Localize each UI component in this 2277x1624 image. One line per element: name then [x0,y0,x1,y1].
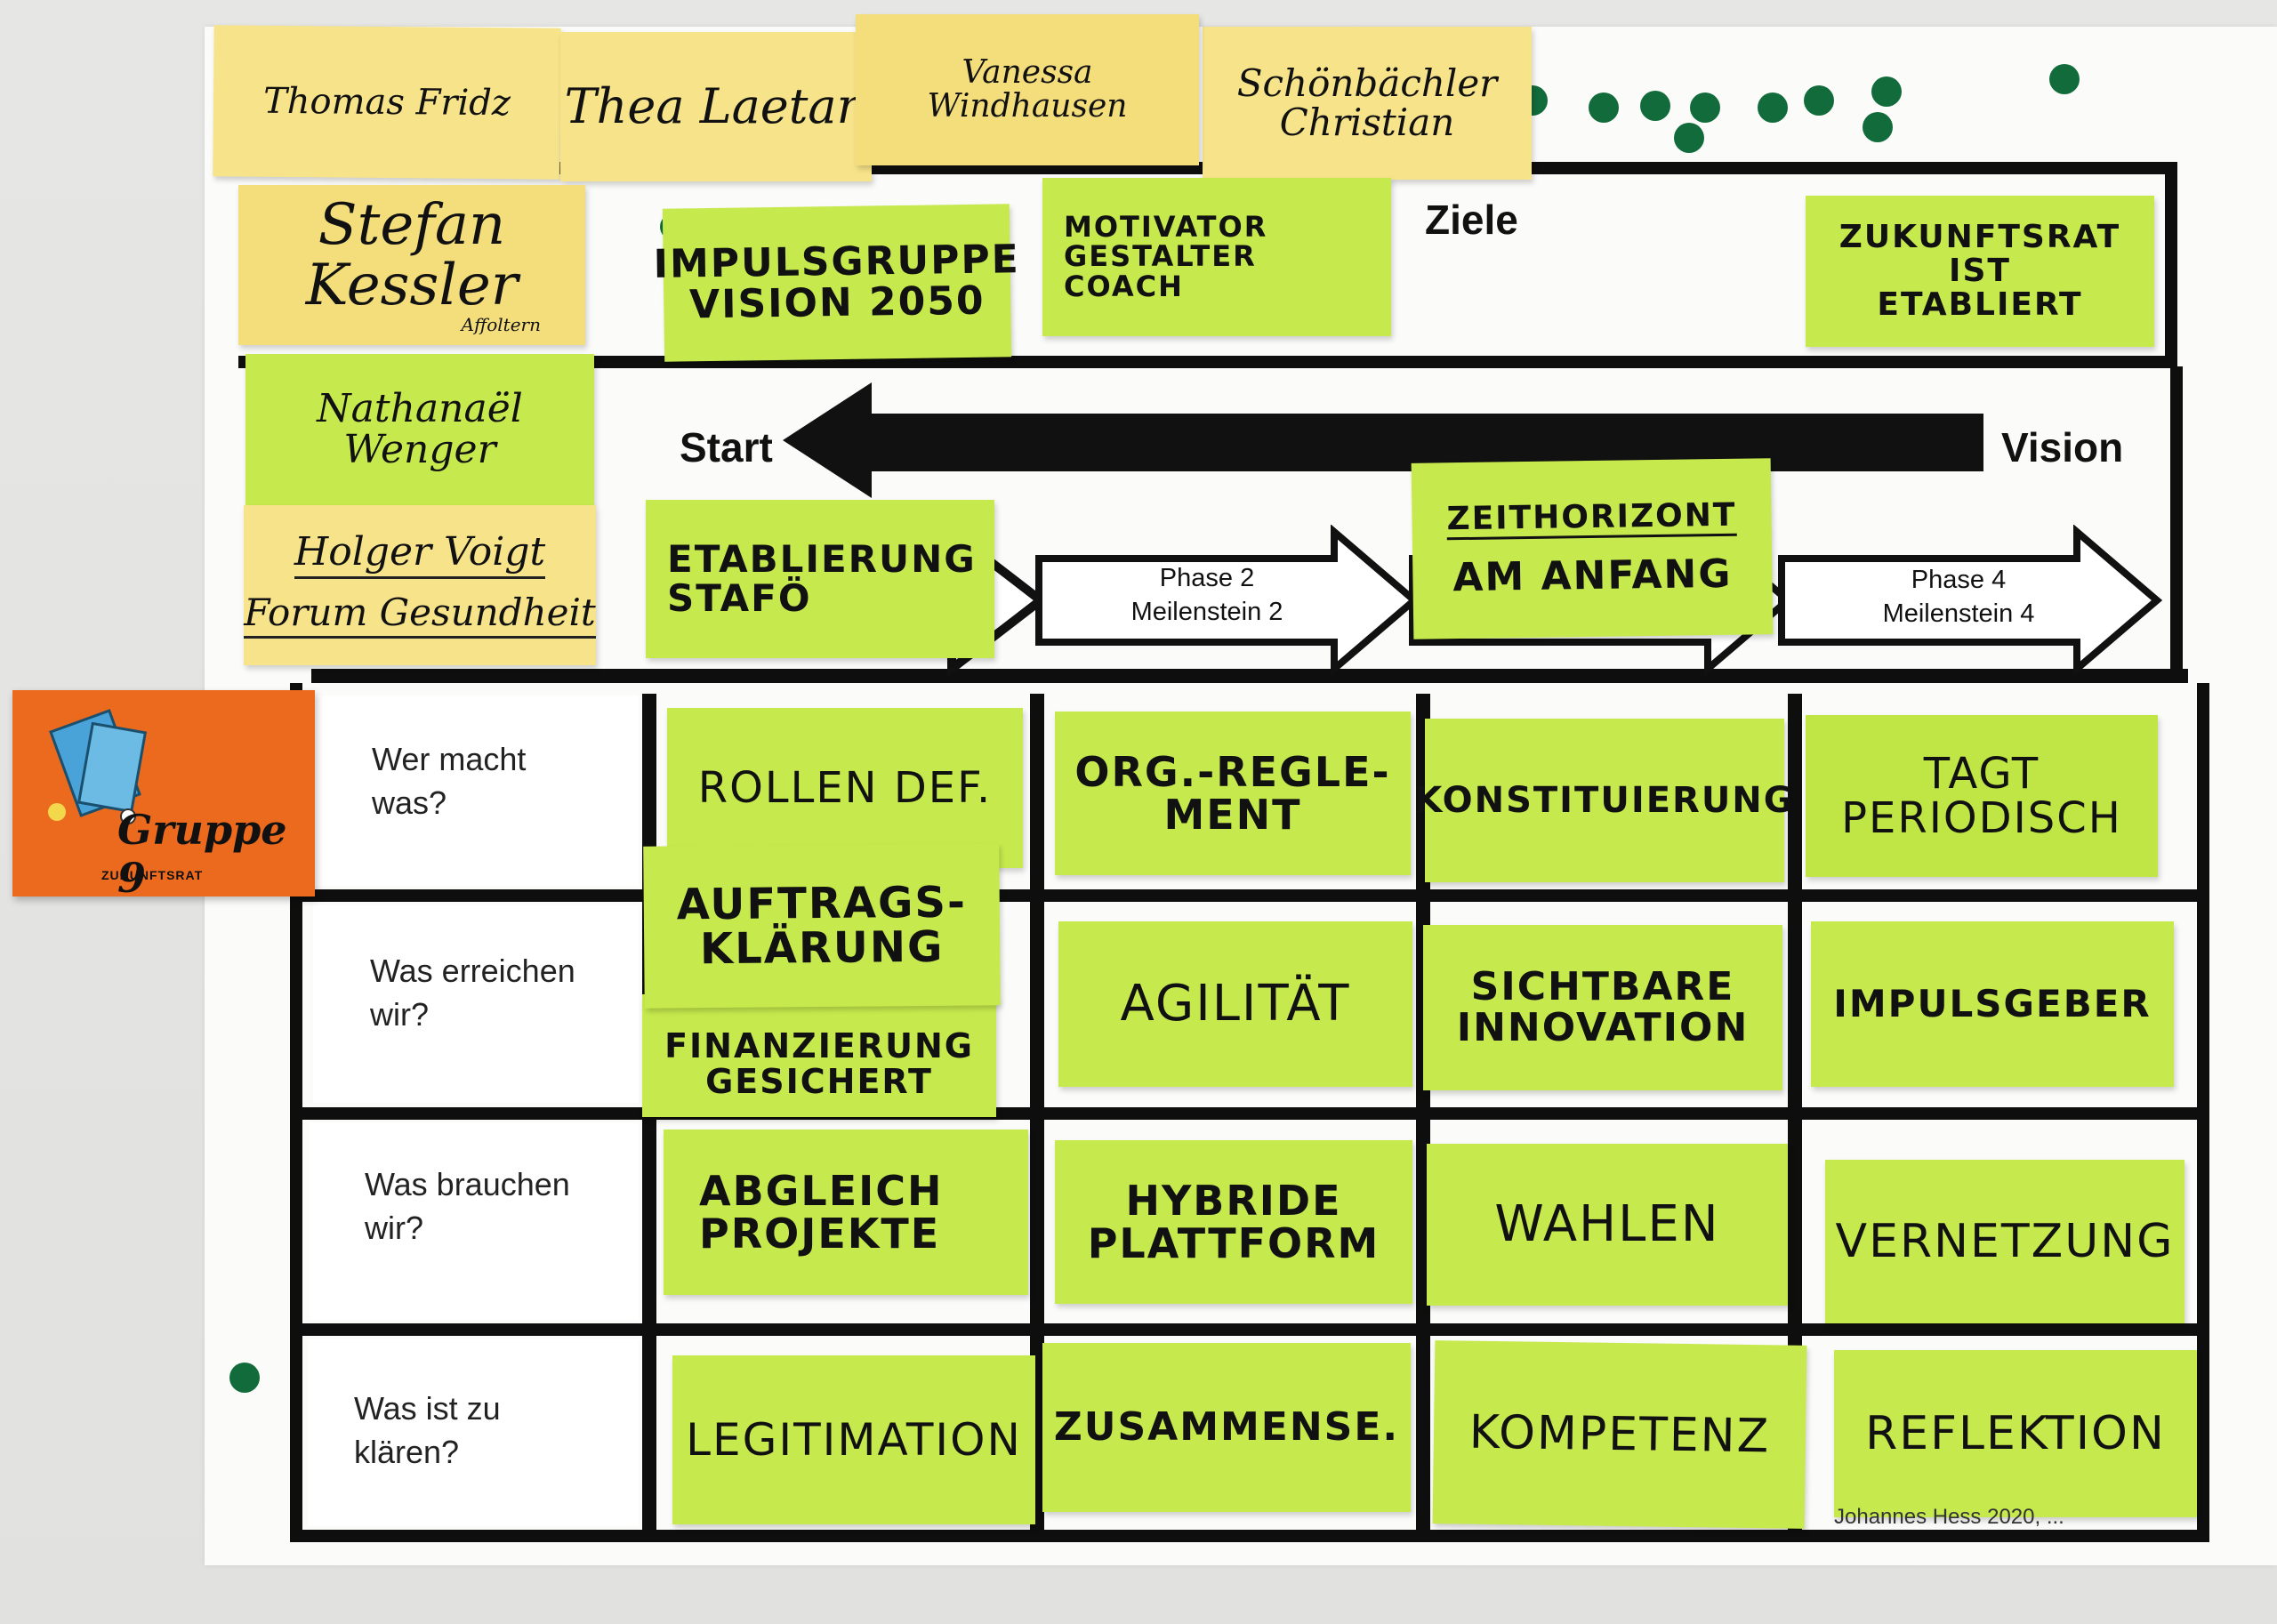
building-illustration-icon [48,709,148,824]
note-auftragsklaerung: AUFTRAGS- KLÄRUNG [643,843,1001,1009]
note-reflektion: REFLEKTION [1834,1350,2197,1517]
name-note-christian: Schönbächler Christian [1203,27,1532,180]
sticker-dot [1804,85,1834,116]
table-row-line-2 [290,1107,2209,1120]
row-label-cell-3 [310,1122,639,1320]
table-row-line-3 [290,1323,2209,1336]
sticker-dot [1863,112,1893,142]
note-abgleich: ABGLEICH PROJEKTE [664,1130,1028,1295]
row-label-cell-1 [313,695,639,886]
group-badge: Gruppe 9 ZUKUNFTSRAT [12,690,315,902]
name-note-stefan: Stefan Kessler Affoltern [238,185,585,345]
row-label-cell-2 [313,905,639,1103]
vision-label: Vision [2001,424,2124,470]
note-tagt-periodisch: TAGT PERIODISCH [1806,715,2158,877]
name-note-vanessa: Vanessa Windhausen [856,14,1199,165]
start-label: Start [680,424,773,470]
copyright-text: Johannes Hess 2020, ... [1834,1505,2064,1529]
row-label-cell-4 [308,1339,639,1526]
note-rollen: ROLLEN DEF. [667,708,1023,868]
zeithorizont-title: ZEITHORIZONT [1446,496,1737,541]
row-label-clarify: Was ist zu klären? [354,1390,501,1470]
table-col-line-3 [1416,694,1430,1539]
note-kompetenz: KOMPETENZ [1432,1340,1807,1529]
note-zusammensetzung: ZUSAMMENSE. [1042,1343,1411,1512]
note-etablierung: ETABLIERUNG STAFÖ [646,500,994,658]
note-impulsgruppe: IMPULSGRUPPE VISION 2050 [653,204,1020,362]
note-finanzierung: FINANZIERUNG GESICHERT [642,994,996,1117]
row-label-who: Wer macht was? [372,741,527,821]
note-motivator: MOTIVATOR GESTALTER COACH [1042,178,1391,336]
phase-2-label: Phase 2 Meilenstein 2 [1130,564,1283,626]
note-impulsgeber: IMPULSGEBER [1811,921,2174,1087]
note-konstituierung: KONSTITUIERUNG [1414,719,1793,882]
sticker-dot [1674,123,1704,153]
stefan-name: Stefan Kessler [305,192,519,318]
stefan-location: Affoltern [461,313,541,335]
timeline-arrow-icon [783,382,1983,498]
frame-right-top [2165,162,2177,366]
note-agilitaet: AGILITÄT [1058,921,1412,1087]
note-legitimation: LEGITIMATION [672,1355,1035,1524]
sticker-dot [1690,92,1720,123]
sticker-dot [1871,76,1902,107]
table-col-line-4 [1788,694,1802,1539]
note-vernetzung: VERNETZUNG [1825,1160,2184,1323]
note-org-reglement: ORG.-REGLE- MENT [1055,712,1411,875]
badge-subtitle: ZUKUNFTSRAT [101,868,204,882]
note-hybride-plattform: HYBRIDE PLATTFORM [1055,1140,1412,1304]
holger-org: Forum Gesundheit [244,592,596,639]
zeithorizont-value: AM ANFANG [1452,551,1733,601]
sticker-dot [1758,92,1788,123]
sticker-dot [1640,91,1670,121]
sticker-dot [2049,64,2080,94]
frame-right-mid [2170,366,2183,678]
row-label-need: Was brauchen wir? [365,1166,570,1246]
holger-name: Holger Voigt [294,531,546,580]
badge-title: Gruppe 9 [117,806,287,902]
note-wahlen: WAHLEN [1427,1144,1788,1306]
table-col-line-2 [1030,694,1044,1539]
row-label-achieve: Was erreichen wir? [370,953,575,1033]
phase-arrow-2-icon [1035,525,1420,676]
phase-arrow-4-icon [1778,525,2163,676]
name-note-thomas: Thomas Fridz [213,25,561,180]
note-zukunftsrat: ZUKUNFTSRAT IST ETABLIERT [1806,196,2154,347]
phase-4-label: Phase 4 Meilenstein 4 [1882,566,2035,628]
name-note-thea: Thea Laetan [560,32,872,181]
sticker-dot [229,1363,260,1393]
table-row-line-1 [290,889,2209,902]
table-bottom [290,1530,2209,1542]
name-note-nathanael: Nathanaël Wenger [245,354,594,505]
header-goals: Ziele [1425,197,1518,243]
name-note-holger: Holger Voigt Forum Gesundheit [244,505,596,665]
frame-mid-2 [311,669,2188,683]
note-sichtbare-innovation: SICHTBARE INNOVATION [1423,925,1782,1090]
note-zeithorizont: ZEITHORIZONT AM ANFANG [1411,458,1774,639]
sticker-dot [1589,92,1619,123]
